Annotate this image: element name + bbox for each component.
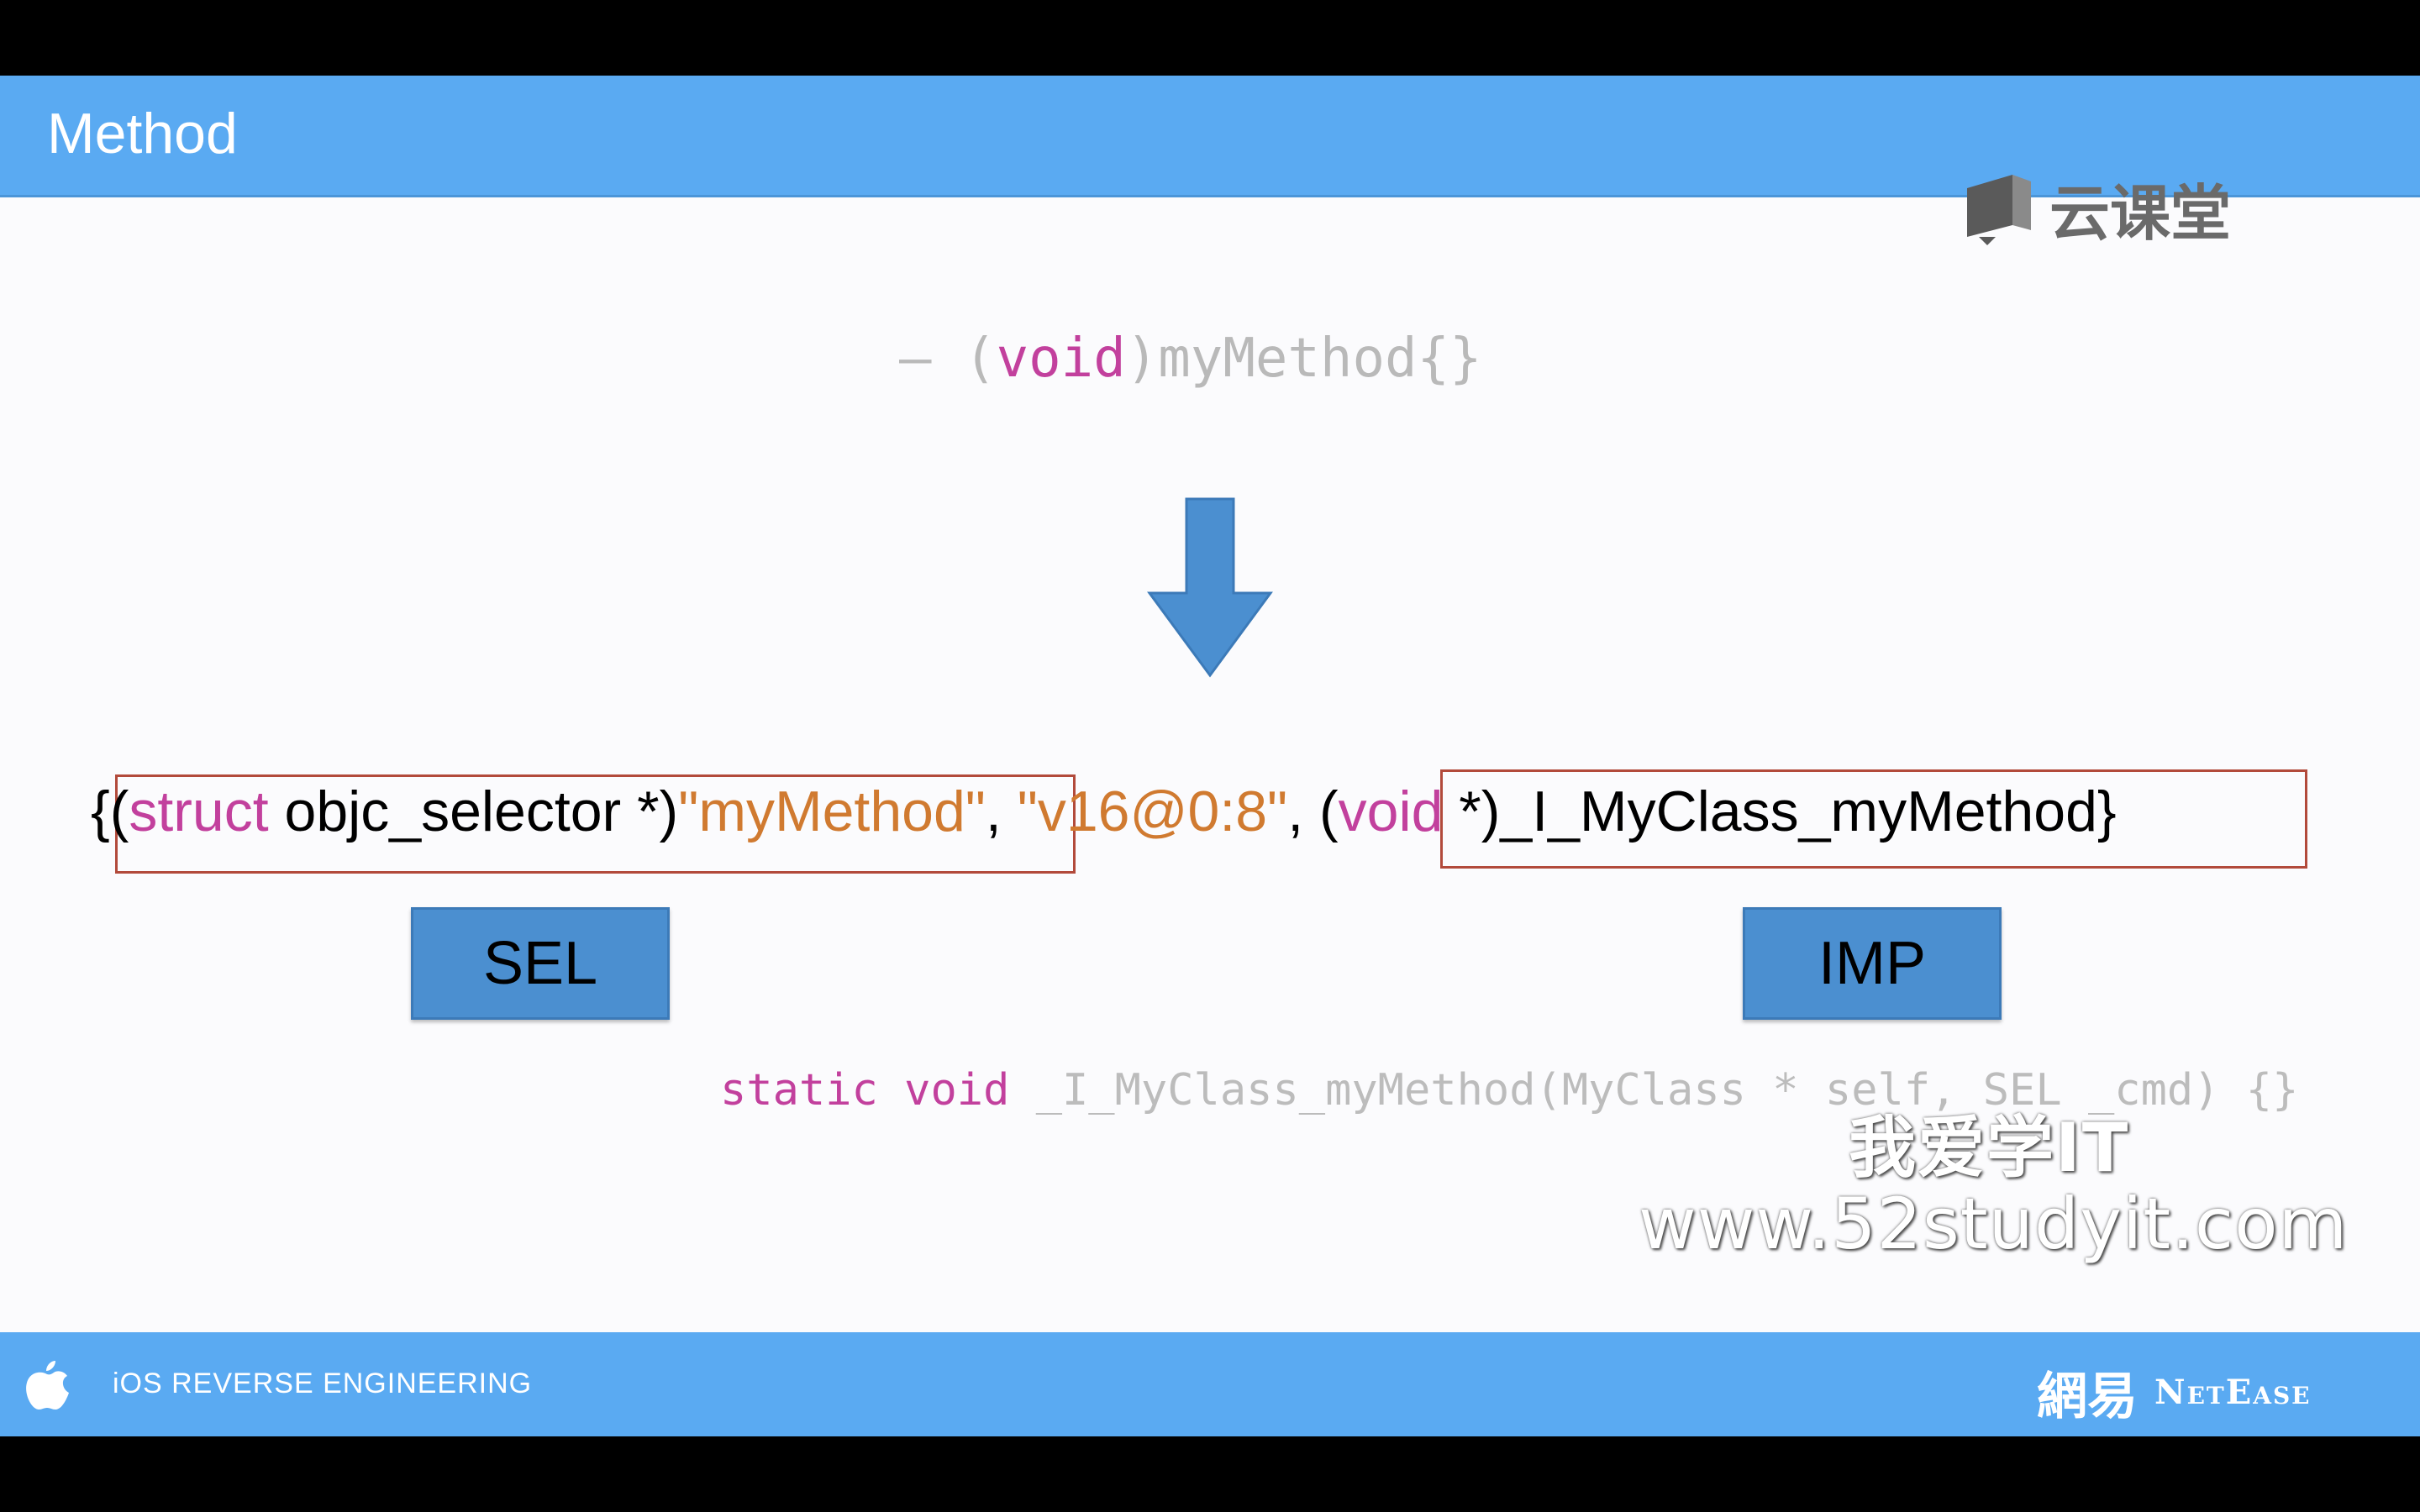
decl-sep1: , (985, 780, 1018, 843)
imp-label: IMP (1743, 907, 2002, 1020)
footer-bar: iOS REVERSE ENGINEERING 網易 NetEase (0, 1332, 2420, 1436)
selector-highlight-box (115, 774, 1076, 874)
decl-void-keyword: void (1338, 780, 1444, 843)
decl-struct-keyword: struct (129, 780, 269, 843)
logo-text: 云课堂 (2049, 177, 2232, 249)
decl-type-encoding: "v16@0:8" (1017, 780, 1288, 843)
netease-logo: 網易 NetEase (2037, 1356, 2312, 1429)
imp-highlight-box (1440, 769, 2307, 869)
decl-close: } (2096, 780, 2117, 843)
footer-course-title: iOS REVERSE ENGINEERING (113, 1368, 533, 1399)
decl-selector-name: "myMethod" (678, 780, 986, 843)
slide: Method 云课堂 – (void)myMethod{} {(struct o… (0, 76, 2420, 1436)
method-struct-declaration: {(struct objc_selector *)"myMethod", "v1… (91, 771, 2117, 852)
signature-suffix: )myMethod{} (1125, 328, 1482, 390)
decl-open: { (91, 780, 110, 843)
signature-prefix: – ( (899, 328, 997, 390)
watermark-chinese: 我爱学IT (1849, 1109, 2130, 1187)
decl-sep2: , (1287, 780, 1319, 843)
book-icon (1967, 175, 2031, 245)
decl-imp-name: *)_I_MyClass_myMethod (1443, 780, 2097, 843)
method-signature: – (void)myMethod{} (899, 328, 1482, 390)
netease-cn: 網易 (2037, 1368, 2138, 1426)
imp-function-code: static void _I_MyClass_myMethod(MyClass … (720, 1065, 2298, 1116)
code-rest: _I_MyClass_myMethod(MyClass * self, SEL … (1009, 1065, 2299, 1116)
yunketang-logo: 云课堂 (1962, 170, 2231, 249)
decl-paren: ( (109, 780, 129, 843)
netease-en: NetEase (2154, 1373, 2312, 1412)
slide-title: Method (47, 102, 238, 165)
sel-label: SEL (411, 907, 670, 1020)
arrow-down-icon (1147, 497, 1273, 678)
code-static-keyword: static (720, 1065, 878, 1116)
decl-selector-type: objc_selector *) (268, 780, 679, 843)
signature-keyword: void (996, 328, 1126, 390)
code-void-keyword: void (904, 1065, 1010, 1116)
apple-icon (26, 1361, 69, 1410)
decl-paren2: ( (1319, 780, 1339, 843)
code-space (878, 1065, 904, 1116)
header-bar: Method (0, 76, 2420, 197)
watermark-url: www.52studyit.com (1639, 1183, 2349, 1265)
